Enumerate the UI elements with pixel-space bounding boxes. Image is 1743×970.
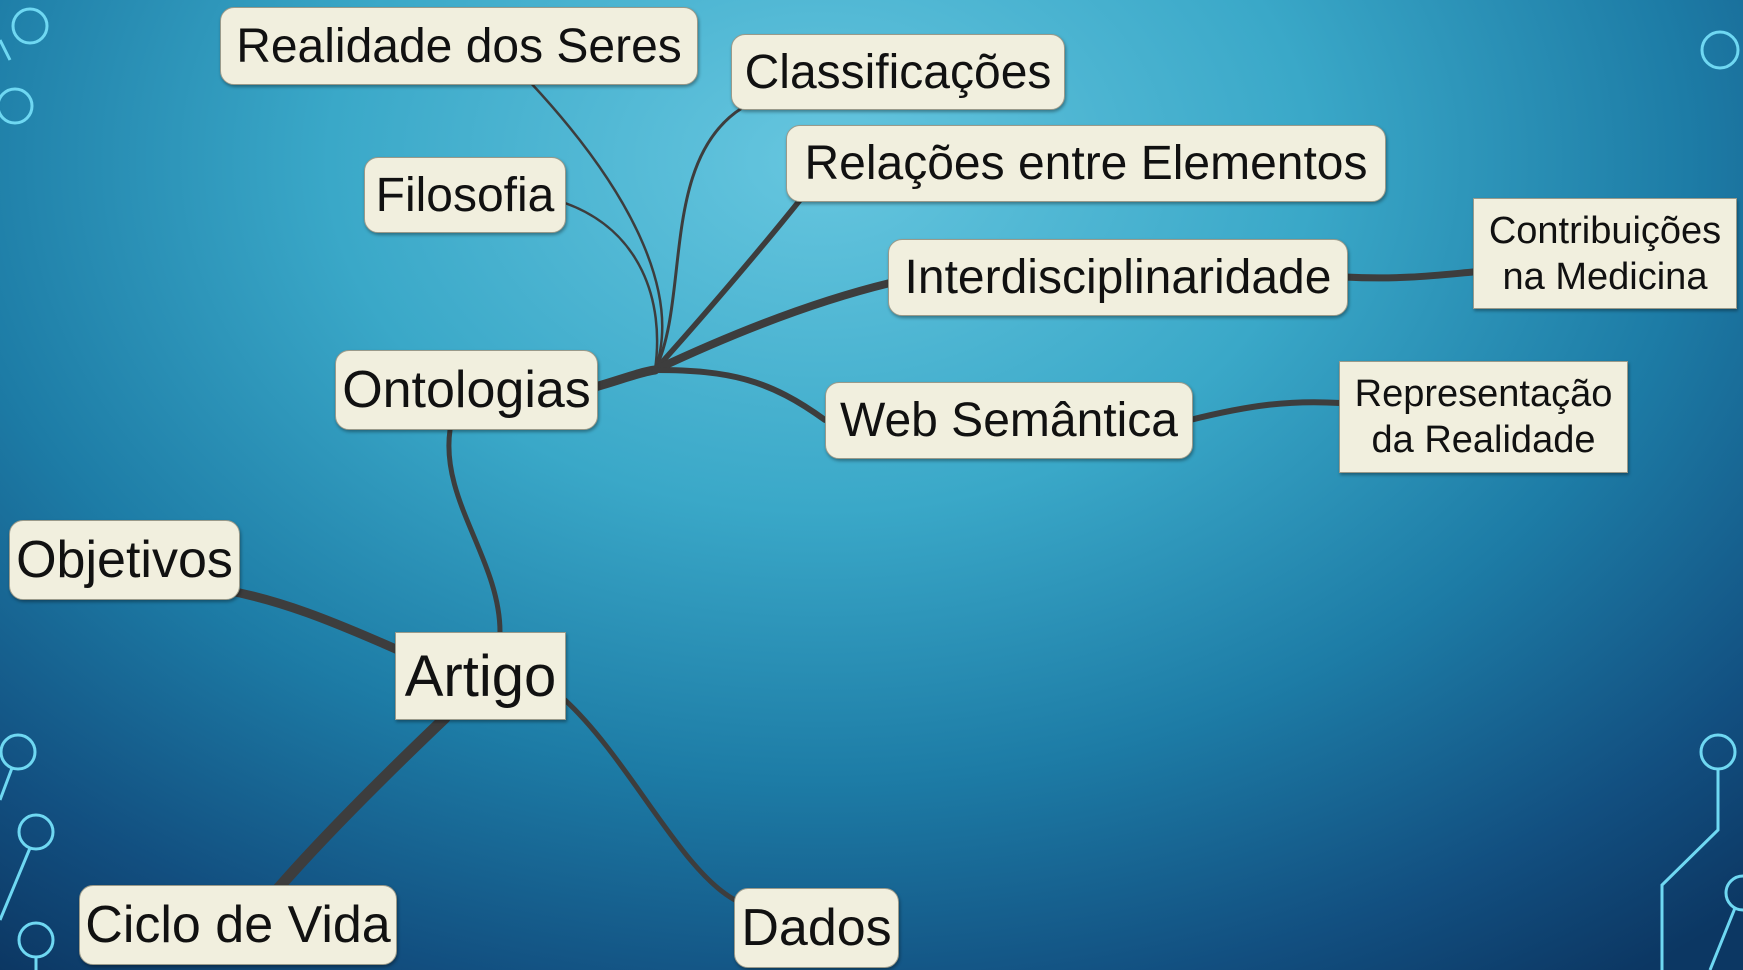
- link-ontologias-hub: [590, 365, 660, 392]
- node-label-line1: Representação: [1354, 373, 1613, 415]
- node-label: Objetivos: [16, 531, 233, 589]
- link-hub-realidade: [528, 80, 664, 372]
- link-interdisc-contrib: [1341, 268, 1477, 282]
- link-hub-web: [652, 367, 828, 423]
- link-hub-relacoes: [652, 197, 803, 373]
- link-hub-interdisc: [651, 279, 894, 374]
- node-realidade-dos-seres[interactable]: Realidade dos Seres: [220, 7, 698, 85]
- node-label-line1: Contribuições: [1488, 209, 1722, 252]
- node-ontologias[interactable]: Ontologias: [335, 350, 598, 430]
- node-label: Artigo: [404, 643, 557, 709]
- node-filosofia[interactable]: Filosofia: [364, 157, 566, 233]
- node-label: Filosofia: [375, 168, 555, 222]
- node-label: Classificações: [744, 45, 1052, 99]
- link-hub-classificacoes: [653, 106, 744, 372]
- node-label: Interdisciplinaridade: [904, 251, 1332, 304]
- node-label: Realidade dos Seres: [236, 19, 682, 73]
- node-artigo[interactable]: Artigo: [395, 632, 566, 720]
- node-label: Relações entre Elementos: [804, 137, 1368, 190]
- node-relacoes-entre-elementos[interactable]: Relações entre Elementos: [786, 125, 1386, 202]
- link-artigo-ontologias: [446, 427, 503, 635]
- node-label-line2: da Realidade: [1371, 419, 1596, 461]
- link-artigo-ciclo: [269, 712, 451, 898]
- node-objetivos[interactable]: Objetivos: [9, 520, 240, 600]
- node-representacao-da-realidade[interactable]: Representação da Realidade: [1339, 361, 1628, 473]
- link-hub-filosofia: [563, 201, 659, 372]
- node-label: Ontologias: [342, 361, 591, 419]
- node-dados[interactable]: Dados: [734, 888, 899, 968]
- node-web-semantica[interactable]: Web Semântica: [825, 382, 1193, 459]
- node-ciclo-de-vida[interactable]: Ciclo de Vida: [79, 885, 397, 965]
- link-artigo-objetivos: [220, 585, 403, 655]
- link-web-representacao: [1187, 399, 1343, 423]
- node-interdisciplinaridade[interactable]: Interdisciplinaridade: [888, 239, 1348, 316]
- node-label: Web Semântica: [840, 394, 1178, 447]
- node-label: Ciclo de Vida: [85, 896, 391, 954]
- node-label-line2: na Medicina: [1502, 255, 1708, 298]
- node-label: Dados: [741, 899, 892, 957]
- node-contribuicoes-na-medicina[interactable]: Contribuições na Medicina: [1473, 198, 1737, 309]
- link-artigo-dados: [562, 697, 738, 903]
- node-classificacoes[interactable]: Classificações: [731, 34, 1065, 110]
